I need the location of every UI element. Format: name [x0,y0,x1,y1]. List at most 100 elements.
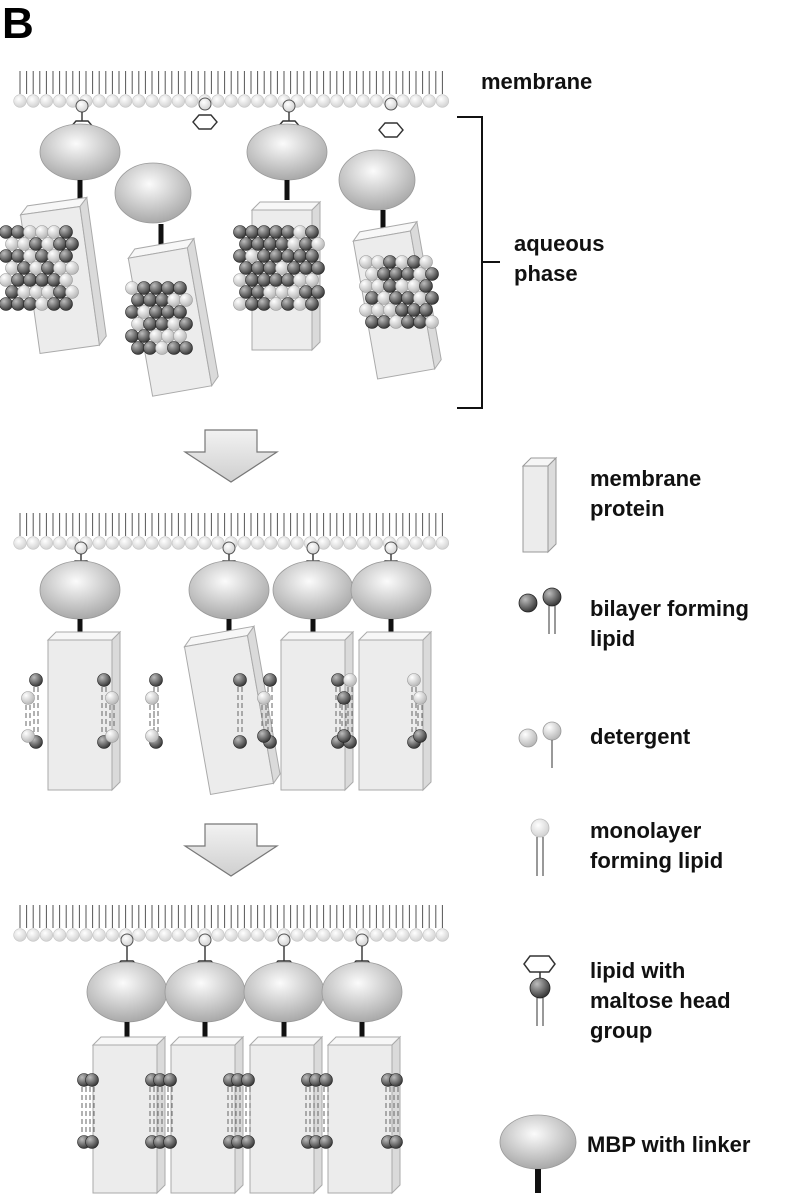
anchor-lipid-head [282,99,296,113]
protein-top-face [326,1036,402,1046]
detergent [245,249,259,263]
monolayer-lipid-head [224,928,238,942]
monolayer-lipid-head [211,94,225,108]
detergent [173,329,187,343]
bilayer-lipid [35,249,49,263]
bilayer-lipid [337,691,351,705]
monolayer-lipid-head [79,928,93,942]
monolayer-lipid-head [356,536,370,550]
legend-mbp-linker-icon [499,1114,577,1193]
anchor-lipid-head [198,933,212,947]
mbp-protein [243,961,325,1023]
bilayer-lipid [395,303,409,317]
bilayer-lipid [163,1135,177,1149]
monolayer-lipid-head [26,536,40,550]
monolayer-lipid-head [330,94,344,108]
mbp-linker [380,210,386,228]
detergent [105,729,119,743]
bilayer-lipid [233,225,247,239]
bilayer-lipid [35,273,49,287]
anchor-lipid-head [306,541,320,555]
membrane-protein [248,1035,324,1195]
detergent [371,255,385,269]
monolayer-lipid-head [13,94,27,108]
bilayer-lipid [281,297,295,311]
mbp-linker [310,619,316,634]
bilayer-lipid [155,317,169,331]
bilayer-lipid [413,729,427,743]
protein-side-face [391,1035,401,1195]
detergent [233,297,247,311]
bilayer-lipid [149,673,163,687]
detergent [59,273,73,287]
monolayer-lipid-head [409,928,423,942]
monolayer-lipid-head [105,536,119,550]
detergent [305,273,319,287]
legend: membrane protein bilayer forming lipid d… [499,456,751,1193]
monolayer-lipid-head [118,536,133,550]
monolayer-lipid-head [92,928,106,942]
monolayer-lipid-head [422,94,436,108]
detergent [41,285,55,299]
monolayer-lipid-head [92,536,106,550]
detergent [47,225,61,239]
membrane-protein [326,1035,402,1195]
monolayer-lipid-head [264,928,278,942]
detergent [371,303,385,317]
detergent [371,279,385,293]
bilayer-lipid [41,261,55,275]
bilayer-lipid [281,273,295,287]
mbp-protein [246,123,328,181]
bilayer-lipid [239,237,253,251]
protein-side-face [422,630,432,792]
bilayer-lipid [59,225,73,239]
mbp-protein [86,961,168,1023]
monolayer-lipid-head [383,928,397,942]
monolayer-lipid-head [13,928,27,942]
bilayer-lipid [319,1073,333,1087]
detergent [275,285,289,299]
mbp-protein [321,961,403,1023]
bilayer-lipid [377,267,391,281]
bilayer-lipid [365,315,379,329]
detergent [35,225,49,239]
monolayer-lipid-head [92,94,106,108]
anchor-lipid-head [222,541,236,555]
legend-membrane-protein-icon [521,456,558,554]
bilayer-lipid [137,329,151,343]
bilayer-lipid [161,281,175,295]
bilayer-lipid [245,225,259,239]
anchor-lipid-head [277,933,291,947]
detergent [257,691,271,705]
monolayer-lipid-head [435,536,450,550]
monolayer-lipid-head [132,94,146,108]
legend-maltose-lipid-l1: lipid with [590,958,685,983]
detergent [383,303,397,317]
step-arrow-2 [182,823,280,877]
monolayer-lipid-head [343,94,357,108]
legend-monolayer-lipid-l2: forming lipid [590,848,723,873]
bilayer-lipid [401,315,415,329]
maltose-head-group [192,114,218,130]
monolayer-lipid-head [145,94,159,108]
monolayer-lipid-head [369,94,384,108]
monolayer-lipid-head [290,536,304,550]
detergent [105,691,119,705]
detergent [155,341,169,355]
detergent [359,279,373,293]
detergent [53,261,67,275]
detergent [149,329,163,343]
monolayer-lipid-head [105,94,119,108]
bilayer-lipid [389,267,403,281]
monolayer-lipid-head [13,536,27,550]
detergent [65,285,79,299]
monolayer-lipid-head [145,928,159,942]
legend-bilayer-lipid-l2: lipid [590,626,635,651]
monolayer-lipid-head [303,928,318,942]
bilayer-lipid [155,293,169,307]
monolayer-lipid-head [158,536,172,550]
bilayer-lipid [257,273,271,287]
monolayer-lipid-head [396,536,410,550]
bilayer-lipid [11,273,25,287]
bilayer-lipid [299,261,313,275]
